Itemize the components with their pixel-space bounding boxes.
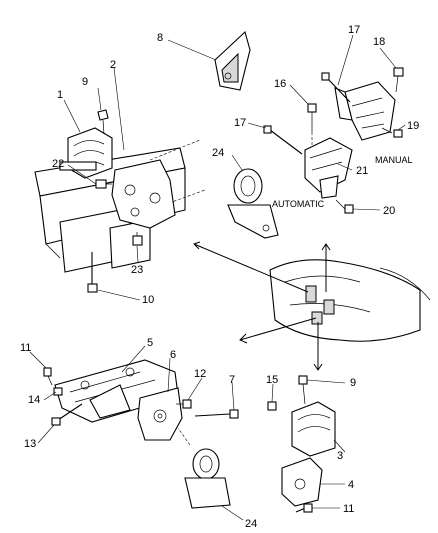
bracket-4 xyxy=(281,457,323,507)
callout-9-upper: 9 xyxy=(82,76,88,88)
bolt-20 xyxy=(335,199,354,214)
variant-notes: MANUAL AUTOMATIC xyxy=(272,155,413,209)
callout-24-upper: 24 xyxy=(212,147,224,159)
bolt-9-upper xyxy=(97,109,109,135)
callout-23: 23 xyxy=(131,264,143,276)
mount-24-upper xyxy=(227,168,279,239)
callout-13: 13 xyxy=(24,438,36,450)
bracket-8 xyxy=(214,30,251,91)
bolt-14 xyxy=(53,387,63,396)
bolt-9-lower xyxy=(298,375,308,405)
callout-11-right: 11 xyxy=(343,503,354,515)
automatic-label: AUTOMATIC xyxy=(272,199,325,209)
automatic-mount xyxy=(304,137,353,199)
callout-6: 6 xyxy=(170,349,176,361)
callout-2: 2 xyxy=(110,59,116,71)
callout-3: 3 xyxy=(337,450,343,462)
stud-17-lower xyxy=(263,125,303,155)
bolt-11-left xyxy=(43,367,53,386)
bolt-7 xyxy=(194,409,239,419)
callout-8: 8 xyxy=(157,32,163,44)
engine-mount-1 xyxy=(59,127,113,179)
callout-labels: 1 2 3 4 5 6 7 8 9 9 10 11 11 12 13 14 15… xyxy=(20,24,419,530)
mount-3 xyxy=(291,401,336,457)
callout-4: 4 xyxy=(348,479,354,491)
callout-9-lower: 9 xyxy=(350,377,356,389)
bolt-10 xyxy=(87,252,98,293)
frame-rail xyxy=(34,139,206,273)
nut-23 xyxy=(132,232,143,246)
callout-10: 10 xyxy=(142,294,154,306)
callout-21: 21 xyxy=(356,165,368,177)
leader-lines xyxy=(29,34,406,521)
callout-7: 7 xyxy=(229,374,235,386)
callout-1: 1 xyxy=(57,89,63,101)
callout-5: 5 xyxy=(147,337,153,349)
callout-20: 20 xyxy=(383,205,395,217)
bolt-16 xyxy=(307,103,317,148)
callout-14: 14 xyxy=(28,394,40,406)
callout-17-upper: 17 xyxy=(348,24,360,36)
bolt-18 xyxy=(393,67,404,93)
callout-16: 16 xyxy=(274,78,286,90)
callout-17-lower: 17 xyxy=(234,117,246,129)
callout-15: 15 xyxy=(266,374,278,386)
bolt-13 xyxy=(51,403,83,426)
callout-22: 22 xyxy=(52,158,64,170)
bolt-12 xyxy=(176,399,192,409)
stud-17-upper xyxy=(321,72,351,103)
engine-bay xyxy=(269,259,431,342)
manual-mount xyxy=(334,81,396,141)
manual-label: MANUAL xyxy=(375,155,413,165)
callout-18: 18 xyxy=(373,36,385,48)
callout-19: 19 xyxy=(407,120,419,132)
callout-11-left: 11 xyxy=(20,342,31,354)
location-arrows xyxy=(193,241,331,371)
mount-24-lower xyxy=(177,427,231,509)
bolt-15 xyxy=(267,401,277,411)
callout-12: 12 xyxy=(194,368,206,380)
callout-24-lower: 24 xyxy=(245,518,257,530)
mount-bracket-6 xyxy=(137,387,183,441)
